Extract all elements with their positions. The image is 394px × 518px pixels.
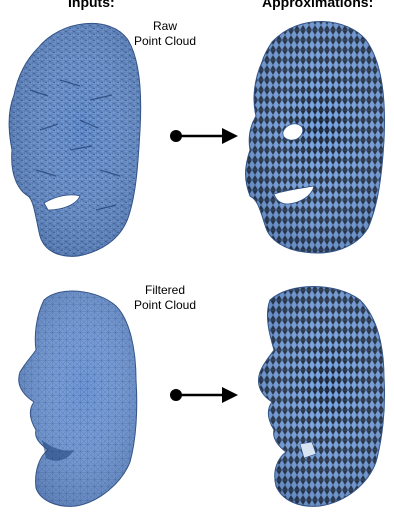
bottom-arrow bbox=[170, 387, 238, 403]
filtered-approximation-face bbox=[259, 287, 385, 507]
filtered-point-cloud-face bbox=[19, 291, 137, 506]
raw-point-cloud-face bbox=[9, 23, 140, 256]
top-arrow bbox=[170, 128, 238, 144]
raw-approximation-face bbox=[246, 21, 385, 253]
